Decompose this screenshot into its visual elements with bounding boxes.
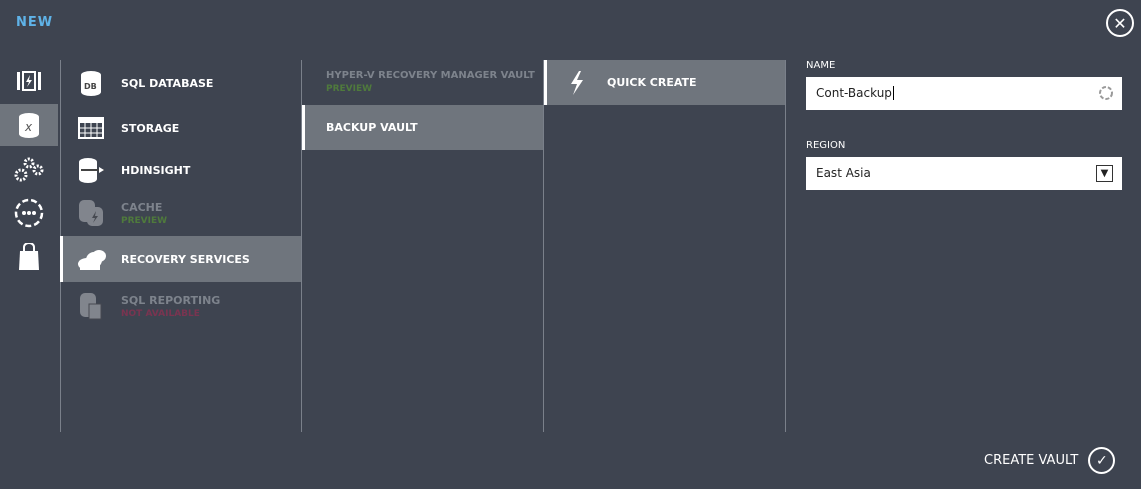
data-services-icon: x	[19, 113, 39, 138]
service-hdinsight[interactable]: HDINSIGHT	[61, 150, 301, 190]
network-services-icon	[14, 198, 44, 228]
category-app-services[interactable]	[0, 148, 58, 190]
service-recovery-services[interactable]: RECOVERY SERVICES	[60, 236, 301, 282]
vault-backup-vault[interactable]: BACKUP VAULT	[302, 105, 543, 150]
database-icon: DB	[81, 71, 101, 96]
compute-icon	[17, 71, 41, 91]
category-icon-column: x	[0, 60, 58, 280]
divider	[543, 60, 544, 432]
category-store[interactable]	[0, 236, 58, 278]
divider	[301, 60, 302, 432]
loading-spinner-icon	[1099, 86, 1113, 100]
close-icon: ✕	[1113, 13, 1127, 33]
service-storage[interactable]: STORAGE	[61, 106, 301, 150]
category-data-services[interactable]: x	[0, 104, 58, 146]
action-quick-create[interactable]: QUICK CREATE	[544, 60, 785, 105]
name-input[interactable]: Cont-Backup	[806, 77, 1122, 110]
region-select[interactable]: East Asia ▼	[806, 157, 1122, 190]
table-grid-icon	[78, 117, 104, 139]
app-services-icon	[14, 157, 44, 182]
svg-text:x: x	[24, 120, 33, 134]
store-icon	[19, 243, 39, 270]
page-title: NEW	[16, 15, 54, 30]
hdinsight-icon	[79, 158, 104, 183]
lightning-icon	[571, 70, 583, 95]
close-button[interactable]: ✕	[1106, 9, 1134, 37]
svg-text:DB: DB	[84, 82, 97, 91]
chevron-down-icon: ▼	[1096, 165, 1113, 182]
cloud-icon	[78, 250, 106, 270]
divider	[785, 60, 786, 432]
checkmark-icon: ✓	[1088, 447, 1116, 474]
report-database-icon	[80, 293, 102, 320]
name-label: NAME	[806, 60, 836, 71]
create-vault-button[interactable]: CREATE VAULT✓	[984, 447, 1116, 474]
cache-icon	[79, 200, 103, 226]
action-list: QUICK CREATE	[544, 60, 785, 105]
region-label: REGION	[806, 140, 846, 151]
category-compute[interactable]	[0, 60, 58, 102]
category-network-services[interactable]	[0, 192, 58, 234]
